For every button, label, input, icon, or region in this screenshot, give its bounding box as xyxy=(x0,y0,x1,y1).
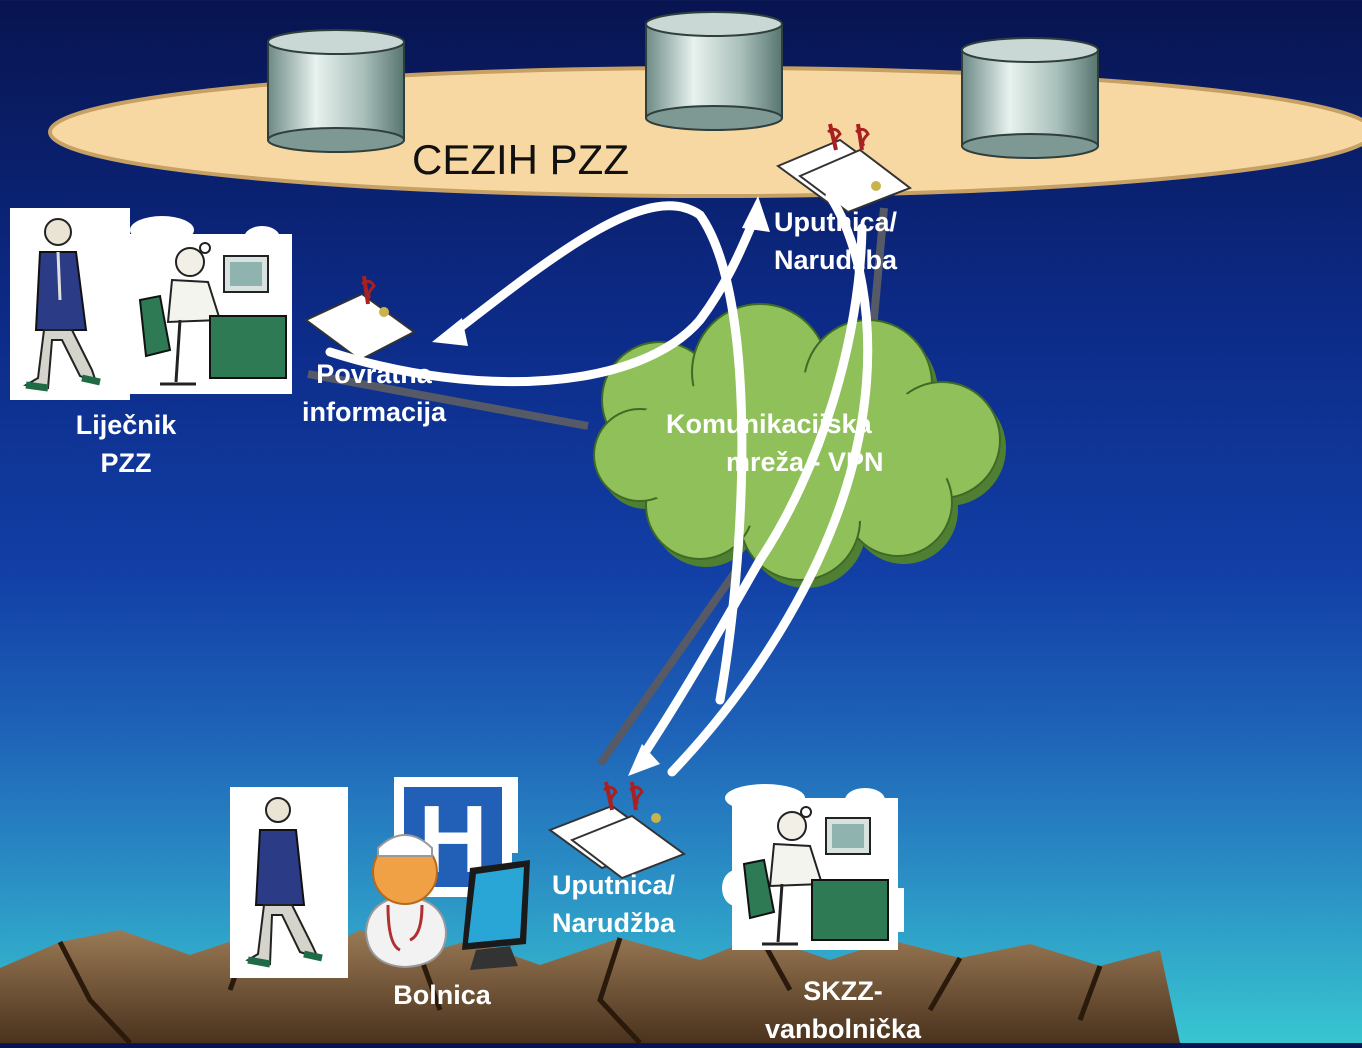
database-icon xyxy=(267,29,405,153)
network-links xyxy=(307,207,888,767)
bottom-document-label-line1: Uputnica/ xyxy=(552,870,676,900)
bottom-document-icon xyxy=(547,781,687,880)
gp-patient-illustration xyxy=(10,208,130,400)
skzz-label-line1: SKZZ- xyxy=(803,976,883,1006)
arrow-skzz-to-cezih xyxy=(667,191,873,777)
cezih-title: CEZIH PZZ xyxy=(412,136,629,183)
top-document-label-line2: Narudžba xyxy=(774,245,898,275)
skzz-label: SKZZ- vanbolnička xyxy=(740,972,946,1048)
nurse-icon xyxy=(364,834,448,969)
flow-arrows xyxy=(325,191,873,777)
skzz-label-line2: vanbolnička xyxy=(764,1014,922,1044)
arrow-cezih-to-feedback xyxy=(432,201,747,705)
database-icon xyxy=(961,37,1099,159)
gp-label-line1: Liječnik xyxy=(75,410,177,440)
left-document-label-line2: informacija xyxy=(301,397,447,427)
arrow-gp-to-cezih xyxy=(325,196,770,387)
bottom-document-label: Uputnica/ Narudžba xyxy=(552,866,675,942)
bottom-document-label-line2: Narudžba xyxy=(552,908,676,938)
gp-label: Liječnik PZZ xyxy=(56,406,196,482)
database-icon xyxy=(645,11,783,131)
vpn-cloud-icon xyxy=(593,303,1006,588)
skzz-doctor-illustration xyxy=(722,784,904,950)
arrow-cezih-to-hospital xyxy=(628,223,867,776)
top-document-label-line1: Uputnica/ xyxy=(774,207,898,237)
gp-doctor-illustration xyxy=(128,216,292,394)
hospital-patient-illustration xyxy=(230,787,348,978)
left-document-icon xyxy=(304,275,416,362)
cloud-label-line2: mreža - VPN xyxy=(726,447,884,477)
top-document-label: Uputnica/ Narudžba xyxy=(774,203,897,279)
cloud-label: Komunikacijska mreža - VPN xyxy=(666,405,884,481)
left-document-label: Povratna informacija xyxy=(288,355,460,431)
hospital-label: Bolnica xyxy=(393,980,491,1010)
monitor-icon xyxy=(462,860,530,970)
left-document-label-line1: Povratna xyxy=(316,359,432,389)
gp-label-line2: PZZ xyxy=(100,448,152,478)
cloud-label-line1: Komunikacijska xyxy=(666,409,872,439)
mountains xyxy=(0,930,1180,1043)
